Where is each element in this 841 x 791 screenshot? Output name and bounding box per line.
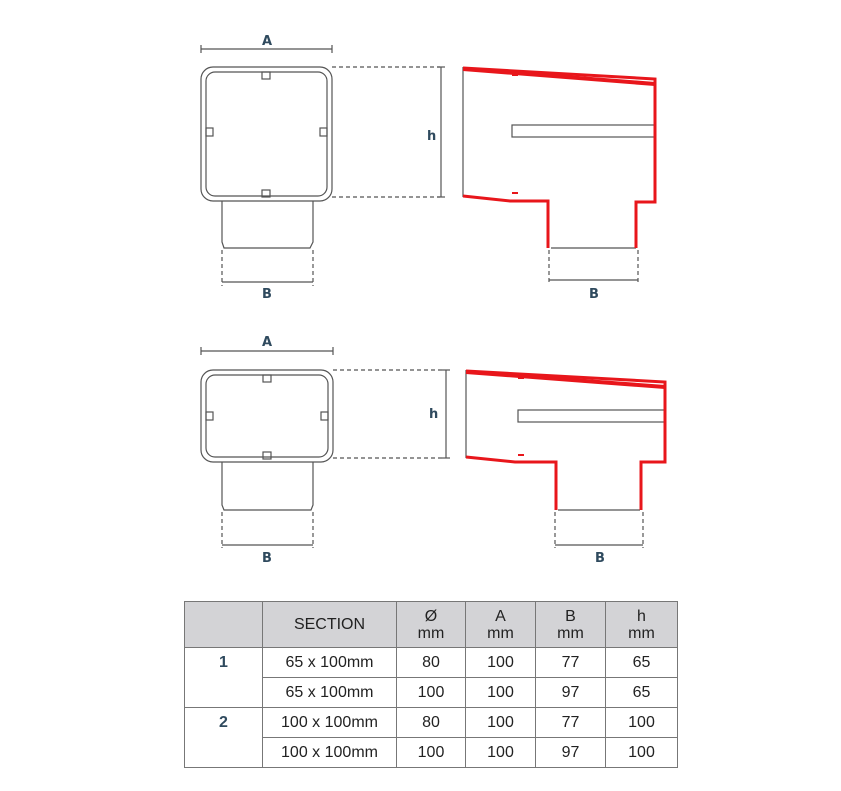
side-view-1-red [462, 66, 657, 248]
header-unit: mm [628, 624, 655, 642]
dim-label-a-2: A [262, 335, 272, 350]
table-row: 100 x 100mm 100 100 97 100 [184, 737, 678, 768]
cell-a: 100 [465, 677, 536, 708]
side-slot [511, 124, 656, 138]
cell-section: 100 x 100mm [262, 707, 397, 738]
cell-diameter: 80 [396, 707, 466, 738]
table-row: 65 x 100mm 100 100 97 65 [184, 677, 678, 708]
cell-b: 77 [535, 647, 606, 678]
front-outlet [221, 201, 314, 249]
cell-a: 100 [465, 707, 536, 738]
cell-h: 65 [605, 677, 678, 708]
table-row: 2 100 x 100mm 80 100 77 100 [184, 707, 678, 738]
header-unit: mm [557, 624, 584, 642]
row-number [184, 677, 263, 708]
dim-label-b-right: B [589, 287, 599, 302]
header-blank [184, 601, 263, 648]
cell-b: 97 [535, 737, 606, 768]
cell-h: 100 [605, 737, 678, 768]
dim-label-h-2: h [429, 407, 438, 422]
technical-drawings: A h B B A h B B [200, 34, 667, 566]
dim-label-b-left: B [262, 287, 272, 302]
header-label: SECTION [293, 616, 366, 633]
header-label: B [565, 607, 576, 625]
cell-h: 65 [605, 647, 678, 678]
header-label: h [637, 607, 646, 625]
header-unit: mm [487, 624, 514, 642]
front-view-inner [205, 71, 328, 197]
cell-b: 97 [535, 677, 606, 708]
header-label: Ø [424, 607, 438, 625]
cell-diameter: 100 [396, 677, 466, 708]
header-label: A [495, 607, 506, 625]
cell-diameter: 100 [396, 737, 466, 768]
header-section: SECTION [262, 601, 397, 648]
drawing-1 [200, 45, 656, 286]
dim-label-b-left-2: B [262, 551, 272, 566]
front-view-outer [200, 66, 333, 202]
row-number [184, 737, 263, 768]
dim-label-h: h [427, 129, 436, 144]
cell-diameter: 80 [396, 647, 466, 678]
cell-section: 65 x 100mm [262, 647, 397, 678]
cell-section: 100 x 100mm [262, 737, 397, 768]
row-number: 2 [184, 707, 263, 738]
cell-h: 100 [605, 707, 678, 738]
cell-a: 100 [465, 647, 536, 678]
dim-label-b-right-2: B [595, 551, 605, 566]
dim-label-a: A [262, 34, 272, 49]
cell-section: 65 x 100mm [262, 677, 397, 708]
side-view-2-red [465, 369, 667, 510]
row-number: 1 [184, 647, 263, 678]
header-unit: mm [417, 624, 445, 642]
cell-b: 77 [535, 707, 606, 738]
cell-a: 100 [465, 737, 536, 768]
table-row: 1 65 x 100mm 80 100 77 65 [184, 647, 678, 678]
